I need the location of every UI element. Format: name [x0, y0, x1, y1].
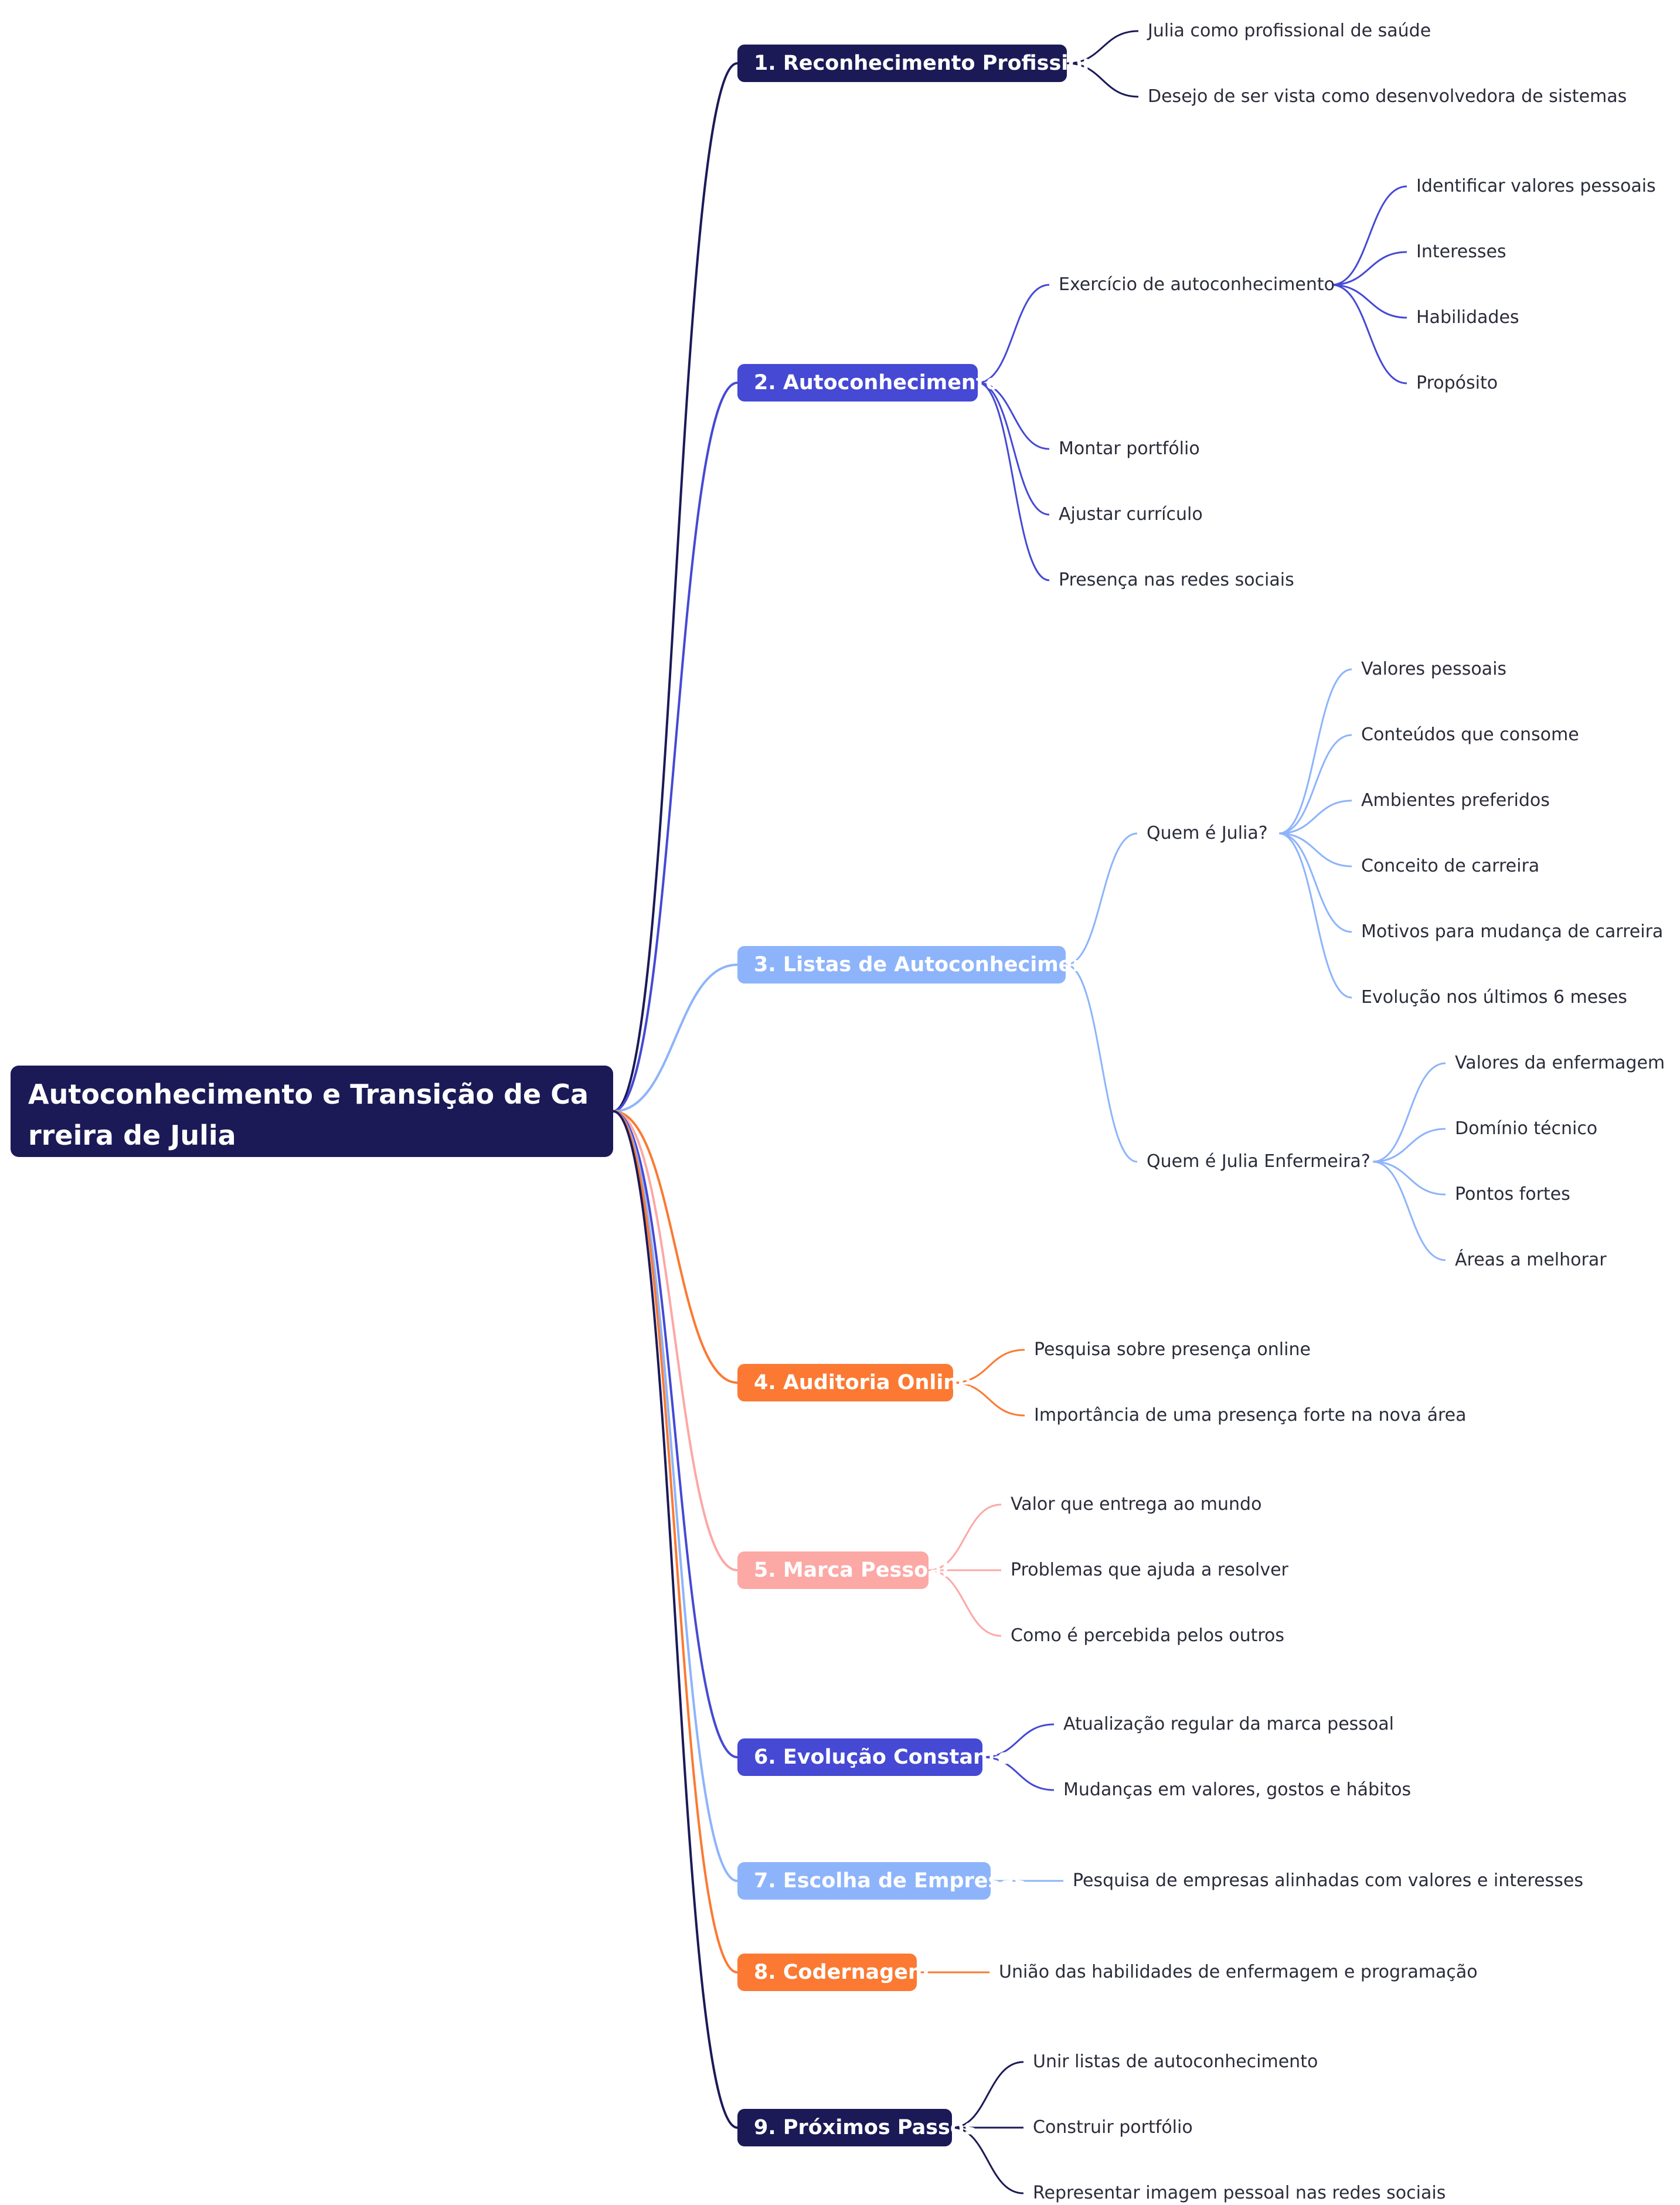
- subtopic-detail-link: [1278, 832, 1352, 867]
- detail-topic[interactable]: Conceito de carreira: [1361, 856, 1540, 876]
- detail-topic[interactable]: Pontos fortes: [1455, 1184, 1570, 1204]
- branch-topic[interactable]: 2. Autoconhecimento: [737, 364, 1000, 401]
- subtopic-detail-link: [1331, 251, 1407, 286]
- branch-topic[interactable]: 7. Escolha de Empresas: [737, 1862, 1026, 1900]
- subtopic[interactable]: Unir listas de autoconhecimento: [1033, 2051, 1318, 2072]
- detail-topic[interactable]: Conteúdos que consome: [1361, 724, 1579, 745]
- root-branch-link: [613, 1110, 738, 1758]
- subtopic-detail-link: [1278, 799, 1352, 835]
- branch-child-link: [977, 382, 1050, 450]
- branch-topic[interactable]: 9. Próximos Passos: [737, 2109, 977, 2146]
- subtopic-detail-link: [1372, 1128, 1446, 1163]
- branch-child-link: [953, 1381, 1025, 1417]
- detail-topic[interactable]: Identificar valores pessoais: [1416, 176, 1656, 196]
- subtopic[interactable]: Desejo de ser vista como desenvolvedora …: [1148, 86, 1627, 107]
- branch-child-link: [1065, 964, 1138, 1163]
- root-branch-link: [613, 382, 738, 1112]
- root-branch-link: [613, 1110, 738, 1973]
- detail-topic[interactable]: Interesses: [1416, 241, 1506, 262]
- root-topic[interactable]: Autoconhecimento e Transição de Carreira…: [11, 1066, 613, 1157]
- branch-child-link: [982, 1756, 1055, 1791]
- detail-topic[interactable]: Evolução nos últimos 6 meses: [1361, 987, 1627, 1008]
- detail-topic[interactable]: Propósito: [1416, 373, 1498, 393]
- subtopic[interactable]: Pesquisa sobre presença online: [1034, 1339, 1311, 1360]
- root-branch-link: [613, 1110, 738, 1384]
- branch-child-link: [951, 2126, 1024, 2194]
- subtopic-detail-link: [1331, 284, 1407, 319]
- subtopic[interactable]: Problemas que ajuda a resolver: [1011, 1560, 1288, 1580]
- subtopic-detail-link: [1278, 832, 1352, 933]
- subtopic[interactable]: Julia como profissional de saúde: [1148, 21, 1431, 41]
- subtopic[interactable]: Pesquisa de empresas alinhadas com valor…: [1073, 1870, 1583, 1891]
- detail-topic[interactable]: Valores pessoais: [1361, 659, 1507, 679]
- subtopic-detail-link: [1372, 1161, 1446, 1196]
- subtopic-detail-link: [1331, 284, 1407, 384]
- subtopic[interactable]: Representar imagem pessoal nas redes soc…: [1033, 2183, 1446, 2203]
- detail-topic[interactable]: Motivos para mudança de carreira: [1361, 921, 1664, 942]
- subtopic[interactable]: Exercício de autoconhecimento: [1059, 274, 1335, 295]
- subtopic[interactable]: União das habilidades de enfermagem e pr…: [999, 1962, 1478, 1982]
- subtopic[interactable]: Construir portfólio: [1033, 2117, 1193, 2138]
- subtopic[interactable]: Valor que entrega ao mundo: [1011, 1494, 1262, 1515]
- detail-topic[interactable]: Ambientes preferidos: [1361, 790, 1550, 811]
- root-branch-link: [613, 1110, 738, 2129]
- branch-child-link: [977, 382, 1050, 581]
- branch-child-link: [928, 1569, 1002, 1637]
- branch-topic[interactable]: 4. Auditoria Online: [737, 1364, 972, 1401]
- branch-child-link: [1066, 30, 1139, 64]
- detail-topic[interactable]: Domínio técnico: [1455, 1118, 1598, 1139]
- branch-topic[interactable]: 3. Listas de Autoconhecimento: [737, 946, 1111, 984]
- detail-topic[interactable]: Valores da enfermagem: [1455, 1053, 1665, 1073]
- subtopic[interactable]: Montar portfólio: [1059, 438, 1200, 459]
- branch-child-link: [977, 284, 1050, 384]
- root-branch-link: [613, 1110, 738, 1571]
- branch-topic[interactable]: 8. Codernagem: [737, 1954, 929, 1991]
- branch-child-link: [951, 2061, 1024, 2129]
- subtopic[interactable]: Ajustar currículo: [1059, 504, 1203, 525]
- subtopic-detail-link: [1372, 1161, 1446, 1261]
- subtopic-detail-link: [1278, 734, 1352, 835]
- branch-child-link: [953, 1349, 1025, 1384]
- root-branch-link: [613, 62, 738, 1112]
- subtopic[interactable]: Atualização regular da marca pessoal: [1063, 1714, 1394, 1734]
- subtopic-detail-link: [1372, 1062, 1446, 1163]
- subtopic[interactable]: Importância de uma presença forte na nov…: [1034, 1405, 1467, 1425]
- subtopic-detail-link: [1278, 832, 1352, 999]
- branch-child-link: [982, 1723, 1055, 1758]
- subtopic[interactable]: Mudanças em valores, gostos e hábitos: [1063, 1779, 1412, 1800]
- branch-child-link: [977, 382, 1050, 516]
- detail-topic[interactable]: Habilidades: [1416, 307, 1519, 328]
- branch-child-link: [928, 1503, 1002, 1571]
- branch-topic[interactable]: 1. Reconhecimento Profissional: [737, 45, 1118, 82]
- subtopic[interactable]: Presença nas redes sociais: [1059, 570, 1294, 590]
- root-branch-link: [613, 964, 738, 1112]
- detail-topic[interactable]: Áreas a melhorar: [1455, 1250, 1607, 1270]
- branch-topic[interactable]: 6. Evolução Constante: [737, 1738, 1011, 1776]
- subtopic[interactable]: Quem é Julia?: [1147, 823, 1268, 843]
- branch-child-link: [1066, 62, 1139, 98]
- branch-topic[interactable]: 5. Marca Pessoal: [737, 1551, 949, 1589]
- subtopic-detail-link: [1331, 185, 1407, 286]
- subtopic[interactable]: Como é percebida pelos outros: [1011, 1625, 1285, 1646]
- root-branch-link: [613, 1110, 738, 1882]
- subtopic-detail-link: [1278, 668, 1352, 835]
- branch-child-link: [1065, 832, 1138, 966]
- subtopic[interactable]: Quem é Julia Enfermeira?: [1147, 1151, 1370, 1172]
